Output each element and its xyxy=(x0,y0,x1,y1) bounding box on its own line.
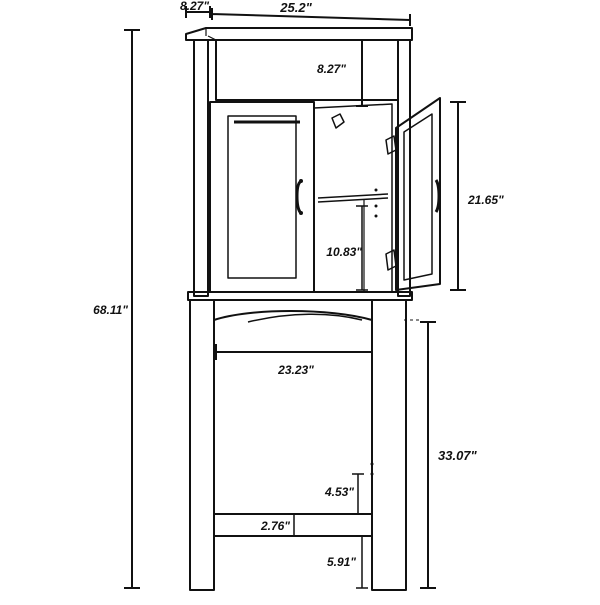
dim-top-width xyxy=(211,8,411,26)
hinge-bottom-right xyxy=(385,249,397,271)
label-top-shelf-height: 8.27" xyxy=(317,62,346,76)
upper-left-side xyxy=(193,39,209,297)
left-leg xyxy=(189,299,215,591)
right-open-door xyxy=(395,97,441,291)
top-shelf-divider xyxy=(207,35,399,100)
right-open-door-panel xyxy=(403,113,433,281)
upper-right-side xyxy=(397,39,411,297)
dim-total-height xyxy=(124,29,140,589)
left-door-handle xyxy=(295,180,302,213)
dim-floor-clearance xyxy=(356,535,368,589)
waist-shelf xyxy=(187,291,413,301)
dim-top-depth xyxy=(185,6,211,18)
bottom-stretcher xyxy=(213,513,373,537)
label-top-depth: 8.27" xyxy=(180,0,209,13)
label-lower-height: 33.07" xyxy=(438,448,478,463)
dim-cabinet-height xyxy=(450,101,466,291)
left-door-panel xyxy=(227,115,297,279)
inner-shelf xyxy=(317,193,389,203)
right-door-handle xyxy=(434,179,441,213)
dim-bottom-rail xyxy=(288,513,300,537)
arched-rail-inner xyxy=(247,313,363,323)
label-inner-shelf-height: 10.83" xyxy=(326,245,362,259)
dimension-labels: 8.27" 25.2" 8.27" 21.65" 10.83" 68.11" 2… xyxy=(93,0,504,569)
label-total-height: 68.11" xyxy=(93,303,128,317)
hinge-top-right xyxy=(385,135,397,155)
top-cap xyxy=(185,27,413,41)
dimension-lines xyxy=(124,6,466,589)
arched-rail xyxy=(213,310,373,321)
right-leg xyxy=(371,299,407,591)
label-floor-clearance: 5.91" xyxy=(327,555,356,569)
dim-lower-gap xyxy=(352,473,364,515)
label-bottom-rail: 2.76" xyxy=(260,519,290,533)
dim-inner-shelf-height xyxy=(356,205,368,291)
hinge-top-left xyxy=(331,113,345,129)
label-cabinet-height: 21.65" xyxy=(467,193,504,207)
label-opening-width: 23.23" xyxy=(277,363,314,377)
label-top-width: 25.2" xyxy=(279,0,312,15)
dim-opening-width xyxy=(215,344,373,360)
label-lower-gap: 4.53" xyxy=(324,485,354,499)
cabinet-drawing xyxy=(185,27,441,591)
dim-lower-height xyxy=(420,321,436,589)
dim-top-shelf-height xyxy=(356,39,368,107)
top-shelf-compartment xyxy=(215,40,398,101)
